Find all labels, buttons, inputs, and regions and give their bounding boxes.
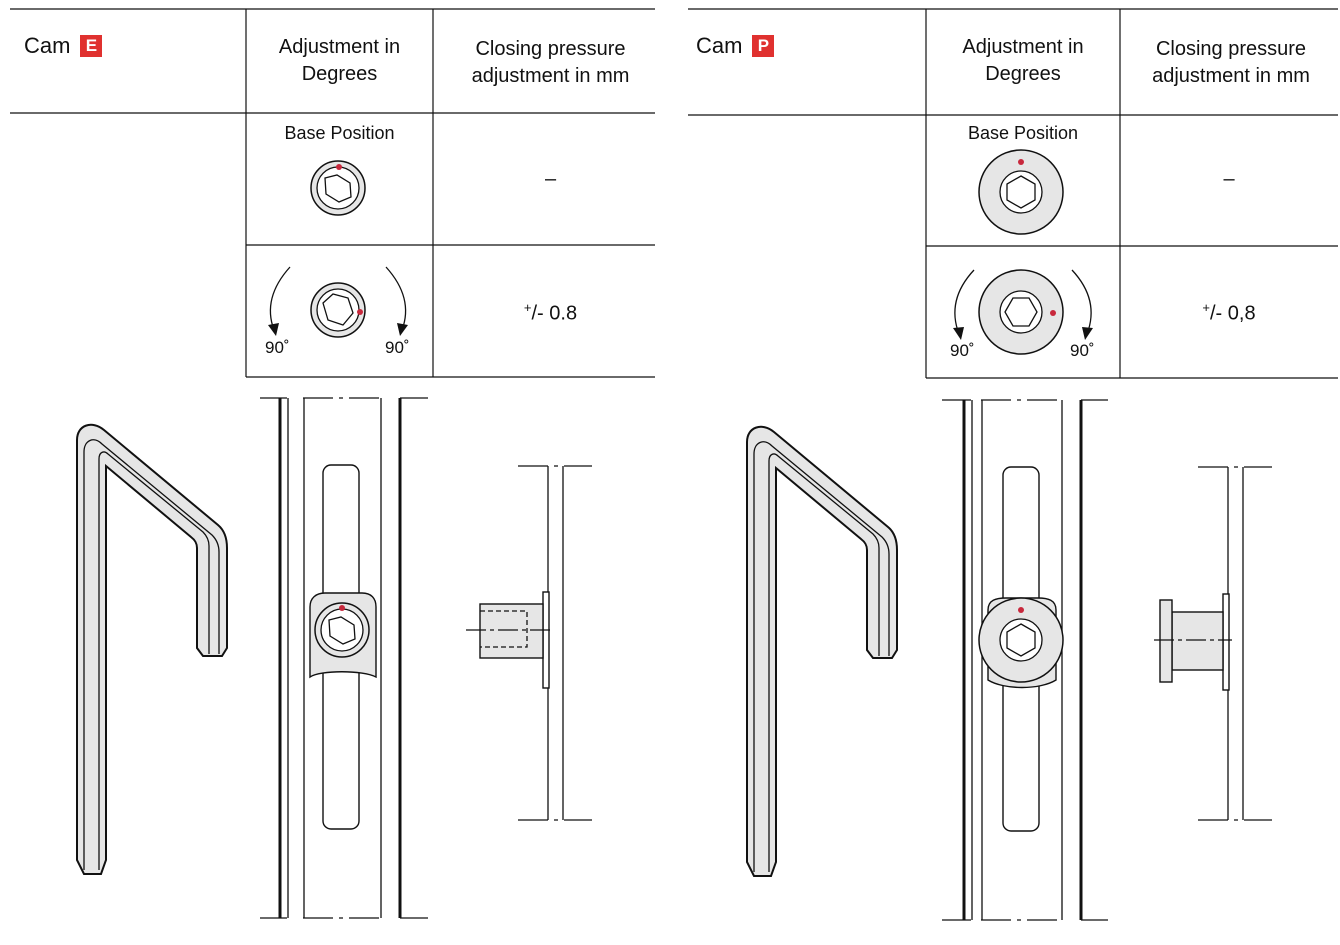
cam-p-degree-right: 90˚ — [1070, 341, 1095, 360]
cam-p-label: Cam P — [696, 33, 775, 59]
cam-e-pressure-header: Closing pressure adjustment in mm — [471, 38, 630, 87]
cam-e-base-symbol — [310, 160, 366, 216]
cam-p-panel: Cam P Adjustment in Degrees Closing pres… — [670, 0, 1340, 945]
cam-e-prefix: Cam — [24, 33, 71, 58]
cam-e-base-value: – — [544, 168, 557, 190]
cam-e-degree-right: 90˚ — [385, 338, 410, 357]
cam-p-table-lines — [688, 8, 1338, 379]
cam-e-hex-key — [76, 423, 228, 875]
cam-e-adjust-sup: + — [523, 300, 532, 315]
cam-p-base-position-label: Base Position — [967, 123, 1079, 143]
cam-p-badge: P — [752, 35, 775, 57]
cam-p-pressure-header: Closing pressure adjustment in mm — [1152, 38, 1310, 87]
cam-e-adjustment-header: Adjustment in Degrees — [278, 36, 401, 85]
cam-e-frame-front — [260, 397, 428, 919]
cam-e-adjust-value: +/- 0.8 — [433, 300, 668, 326]
cam-p-drawing — [688, 8, 1338, 921]
cam-e-panel: Cam E Adjustment in Degrees Closing pres… — [10, 8, 668, 919]
cam-p-degree-left: 90˚ — [950, 341, 975, 360]
cam-e-degree-left: 90˚ — [265, 338, 290, 357]
cam-p-adjust-sup: + — [1202, 300, 1210, 315]
cam-p-adjust-value: +/- 0,8 — [1120, 300, 1338, 326]
cam-e-frame-side — [466, 465, 592, 821]
cam-p-adjustment-header: Adjustment in Degrees — [962, 36, 1084, 85]
cam-p-base-symbol — [978, 149, 1064, 235]
cam-p-frame-front — [942, 399, 1108, 921]
cam-p-frame-side — [1154, 466, 1272, 821]
cam-p-hex-key — [746, 425, 898, 877]
cam-p-rotated-symbol — [953, 269, 1093, 355]
cam-e-table-lines — [10, 8, 655, 378]
cam-p-prefix: Cam — [696, 33, 743, 58]
cam-p-base-value: – — [1223, 168, 1235, 190]
cam-e-drawing — [10, 8, 655, 919]
cam-e-label: Cam E — [24, 33, 103, 59]
cam-e-base-position-label: Base Position — [284, 123, 395, 143]
cam-p-adjust-text: /- 0,8 — [1210, 302, 1256, 325]
cam-e-badge: E — [80, 35, 103, 57]
cam-e-rotated-symbol — [268, 266, 408, 338]
cam-e-adjust-text: /- 0.8 — [531, 302, 578, 325]
